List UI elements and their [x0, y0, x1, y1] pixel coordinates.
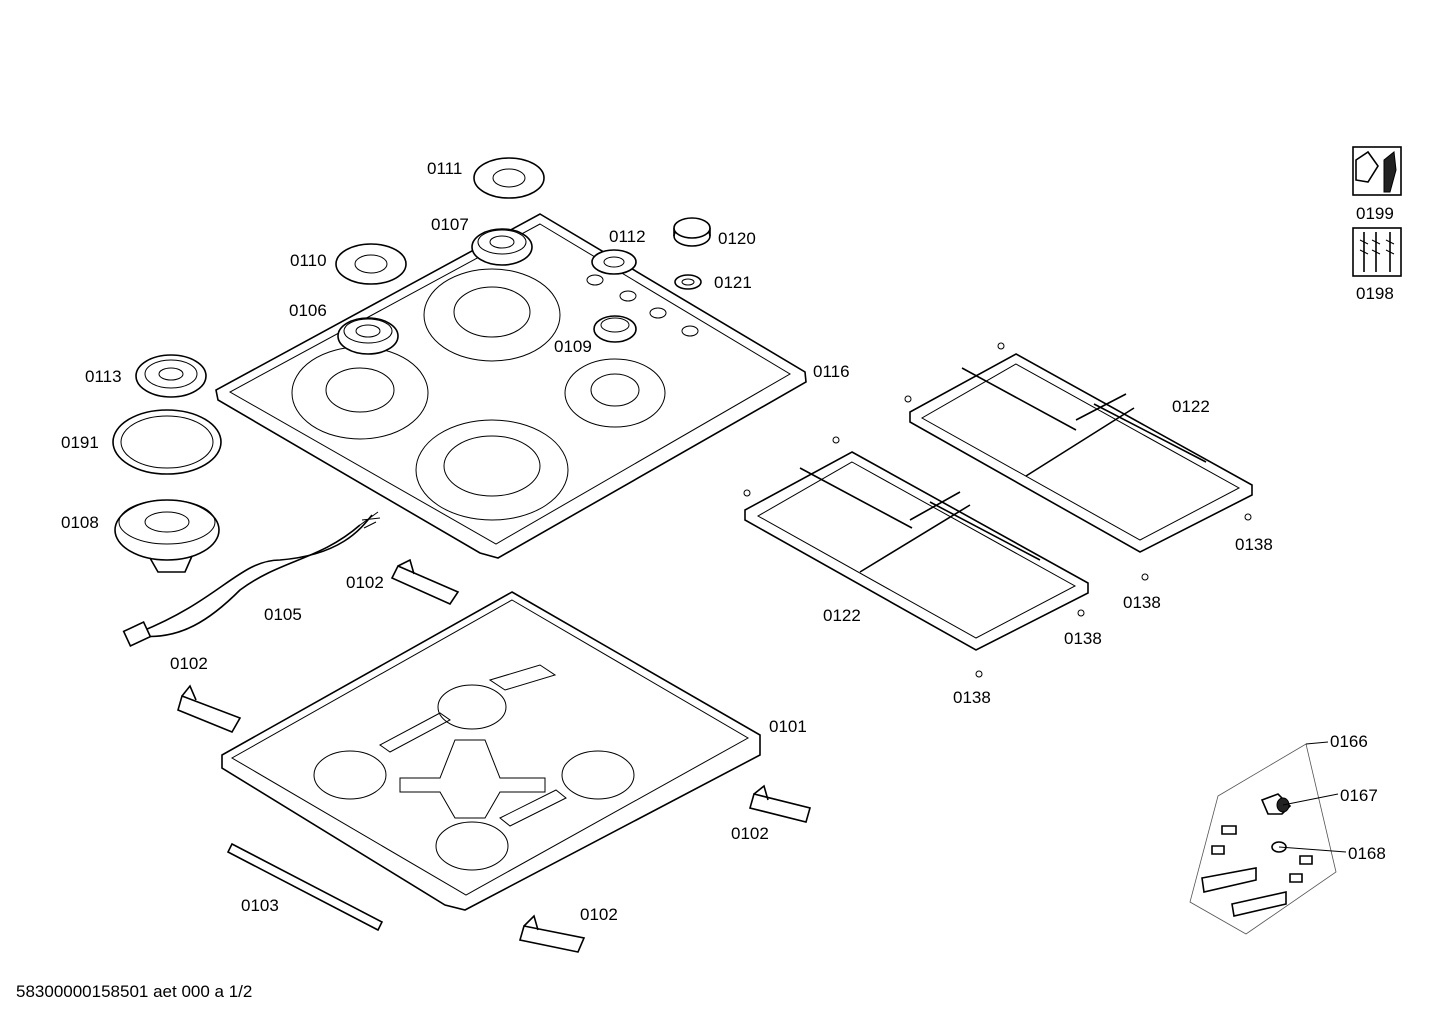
- part-label-0110: 0110: [290, 251, 327, 270]
- part-label-0191: 0191: [61, 433, 99, 452]
- part-label-0106: 0106: [289, 301, 327, 320]
- leader-lines: [1278, 741, 1347, 853]
- part-label-0102-left: 0102: [170, 654, 208, 673]
- ring-0191: [112, 409, 222, 475]
- document-footer-id: 58300000158501 aet 000 a 1/2: [16, 982, 253, 1001]
- seal-strip-0103: [226, 842, 384, 932]
- part-label-0120: 0120: [718, 229, 756, 248]
- part-label-0112: 0112: [609, 227, 646, 246]
- knob-0120: [673, 217, 711, 247]
- part-label-0109: 0109: [554, 337, 592, 356]
- part-label-0167: 0167: [1340, 786, 1378, 805]
- part-label-0113: 0113: [85, 367, 122, 386]
- part-label-0122-front: 0122: [823, 606, 861, 625]
- part-label-0111: 0111: [427, 159, 463, 178]
- foot-0138: [743, 342, 1252, 678]
- clip-0102-left: [177, 684, 242, 734]
- part-label-0121: 0121: [714, 273, 752, 292]
- part-label-0116: 0116: [813, 362, 850, 381]
- part-label-0108: 0108: [61, 513, 99, 532]
- part-label-0138-a: 0138: [1235, 535, 1273, 554]
- burner-0108: [114, 499, 220, 573]
- part-label-0168: 0168: [1348, 844, 1386, 863]
- part-label-0166: 0166: [1330, 732, 1368, 751]
- burner-0109: [593, 315, 637, 343]
- burner-0107: [471, 228, 533, 266]
- clip-0121: [674, 274, 702, 290]
- part-label-0138-d: 0138: [953, 688, 991, 707]
- clip-0102-right: [749, 784, 811, 823]
- part-label-0138-c: 0138: [1064, 629, 1102, 648]
- part-label-0107: 0107: [431, 215, 469, 234]
- part-label-0105: 0105: [264, 605, 302, 624]
- burner-0106: [337, 317, 399, 355]
- burner-cap-0112: [591, 249, 637, 275]
- part-label-0122-rear: 0122: [1172, 397, 1210, 416]
- part-label-0102-right: 0102: [731, 824, 769, 843]
- wrench-icon: [1352, 146, 1402, 196]
- screws-icon: [1352, 227, 1402, 277]
- pan-support-front: [744, 451, 1089, 651]
- pan-support-rear: [909, 353, 1253, 553]
- part-label-0198: 0198: [1356, 284, 1394, 303]
- accessory-kit-0166: [1189, 743, 1337, 935]
- part-label-0102-bottom: 0102: [580, 905, 618, 924]
- clip-0102-bottom: [518, 914, 586, 953]
- burner-cap-0113: [135, 354, 207, 398]
- part-label-0102-top: 0102: [346, 573, 384, 592]
- part-label-0199: 0199: [1356, 204, 1394, 223]
- burner-cap-0111: [473, 157, 545, 199]
- burner-cap-0110: [335, 243, 407, 285]
- part-label-0138-b: 0138: [1123, 593, 1161, 612]
- bottom-tray: [221, 591, 761, 911]
- part-label-0101: 0101: [769, 717, 807, 736]
- part-label-0103: 0103: [241, 896, 279, 915]
- clip-0102-top: [390, 558, 460, 606]
- cable-0105: [122, 511, 381, 647]
